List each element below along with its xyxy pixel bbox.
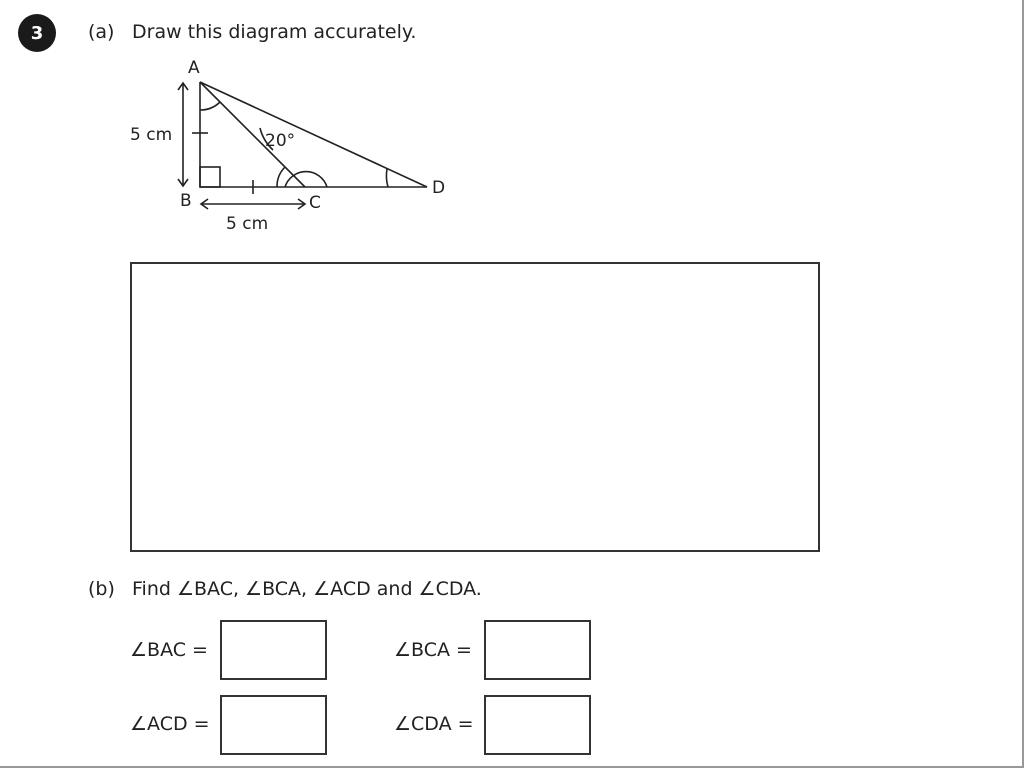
- length-bc-label: 5 cm: [226, 214, 268, 234]
- point-b-label: B: [180, 191, 192, 211]
- right-angle-marker: [199, 166, 221, 188]
- page-border-right: [1022, 0, 1024, 768]
- part-b-instruction: Find ∠BAC, ∠BCA, ∠ACD and ∠CDA.: [132, 578, 482, 600]
- answer-label-bca: ∠BCA =: [394, 639, 472, 661]
- angle-cad-label: 20°: [265, 131, 295, 151]
- answer-box-bca[interactable]: [484, 620, 591, 680]
- point-d-label: D: [432, 178, 445, 198]
- triangle-diagram: A B C D 5 cm 5 cm 20°: [130, 58, 445, 234]
- segment-ac: [199, 81, 306, 188]
- answer-label-cda: ∠CDA =: [394, 713, 474, 735]
- angle-cad-arc: [259, 127, 274, 151]
- angle-cda-arc: [385, 168, 389, 188]
- segment-ad: [199, 81, 428, 188]
- answer-label-bac: ∠BAC =: [130, 639, 208, 661]
- drawing-area[interactable]: [130, 262, 820, 552]
- answer-label-acd: ∠ACD =: [130, 713, 210, 735]
- part-a-label: (a): [88, 21, 115, 43]
- angle-acd-arc: [284, 170, 328, 188]
- answer-box-acd[interactable]: [220, 695, 327, 755]
- question-number: 3: [18, 14, 56, 52]
- part-a-instruction: Draw this diagram accurately.: [132, 21, 417, 43]
- length-ab-label: 5 cm: [130, 125, 172, 145]
- part-b-label: (b): [88, 578, 115, 600]
- point-a-label: A: [188, 58, 200, 78]
- angle-bac-arc: [199, 101, 221, 111]
- page-border-bottom: [0, 766, 1024, 768]
- answer-box-cda[interactable]: [484, 695, 591, 755]
- answer-box-bac[interactable]: [220, 620, 327, 680]
- point-c-label: C: [309, 193, 321, 213]
- angle-bca-arc: [276, 166, 286, 188]
